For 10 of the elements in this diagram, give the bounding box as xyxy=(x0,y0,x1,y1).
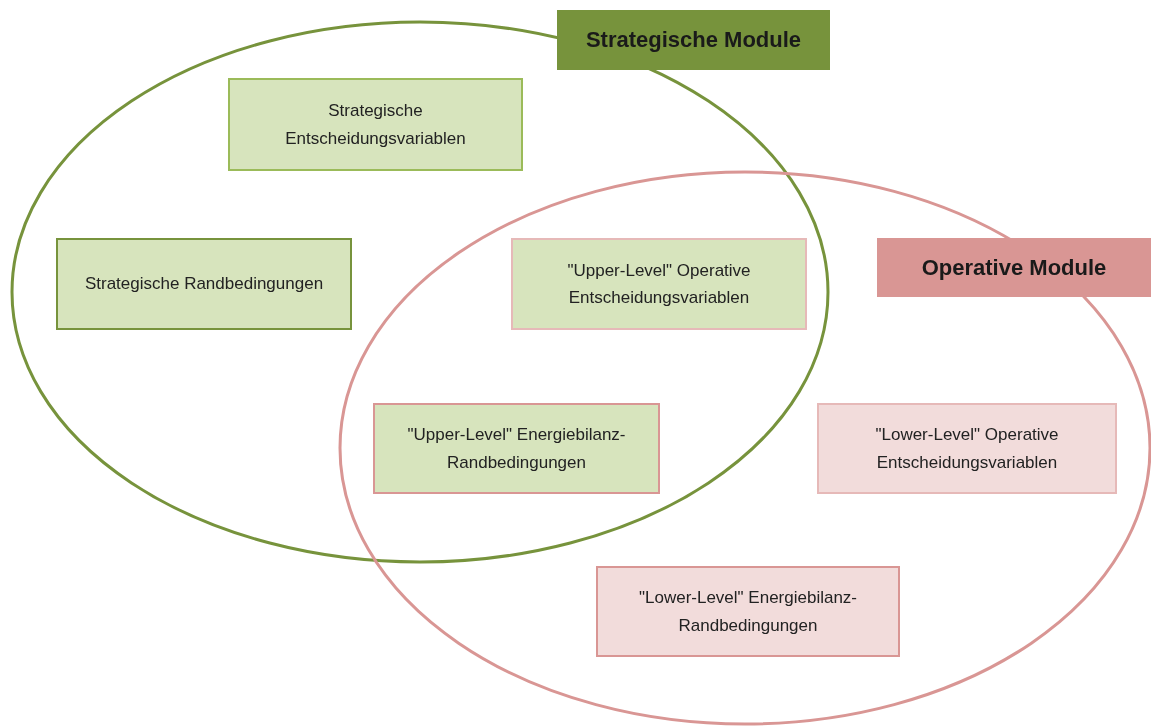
venn-ellipse xyxy=(10,10,830,565)
module-box: Strategische Entscheidungsvariablen xyxy=(228,78,523,171)
module-box: "Upper-Level" Energiebilanz-Randbedingungen xyxy=(373,403,660,494)
module-box: Strategische Randbedingungen xyxy=(56,238,352,330)
group-heading: Strategische Module xyxy=(557,10,830,70)
module-box: "Upper-Level" Operative Entscheidungsvariablen xyxy=(511,238,807,330)
module-box: "Lower-Level" Energiebilanz-Randbedingungen xyxy=(596,566,900,657)
group-heading: Operative Module xyxy=(877,238,1151,297)
venn-ellipse xyxy=(338,168,1151,728)
module-box: "Lower-Level" Operative Entscheidungsvariablen xyxy=(817,403,1117,494)
